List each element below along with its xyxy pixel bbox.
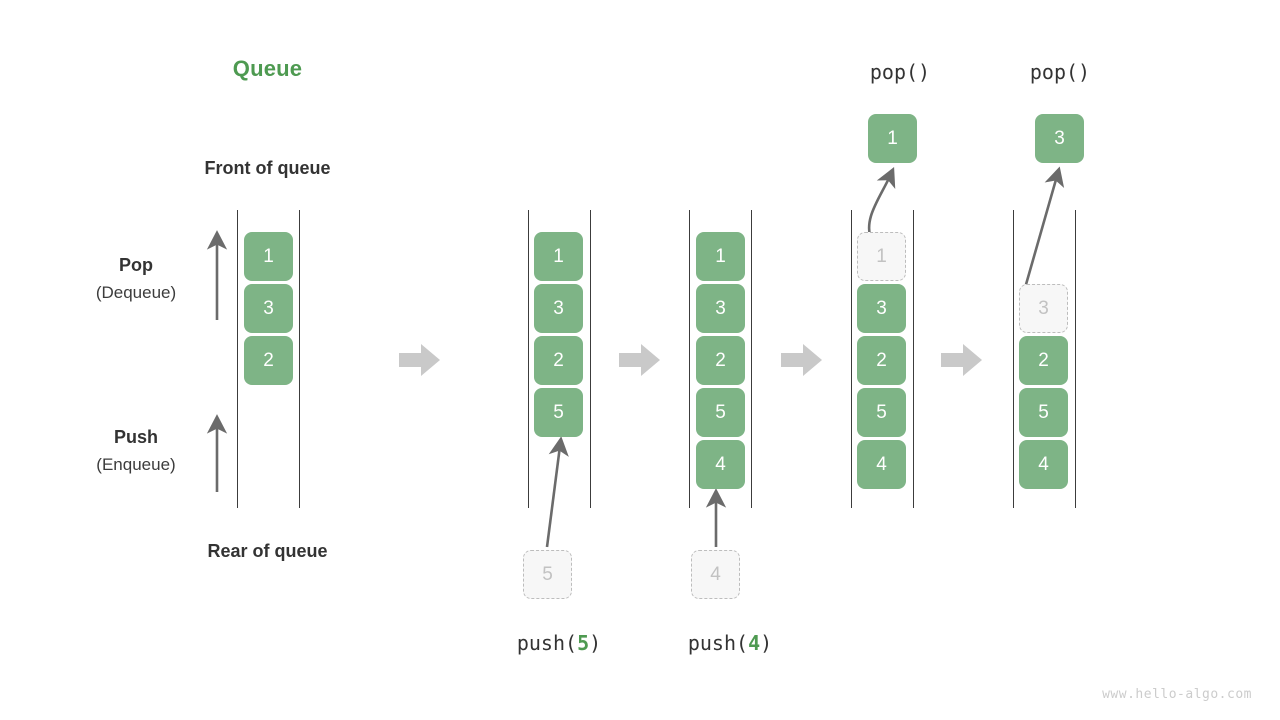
pop-operation-name: Pop: [119, 255, 153, 275]
step-arrow-4: [941, 344, 982, 376]
push-5-arrow: [545, 436, 569, 548]
pop-operation-label: Pop (Dequeue): [36, 252, 236, 308]
queue-cell-ghost: 3: [1019, 284, 1068, 333]
caption-suffix: ): [589, 631, 602, 655]
queue-cell: 3: [857, 284, 906, 333]
queue-cell: 4: [1019, 440, 1068, 489]
watermark: www.hello-algo.com: [1102, 687, 1252, 702]
push-operation-label: Push (Enqueue): [36, 424, 236, 480]
caption-number: 5: [577, 631, 590, 655]
queue-cell: 3: [696, 284, 745, 333]
rail-right: [751, 210, 752, 508]
rail-right: [299, 210, 300, 508]
caption-suffix: ): [760, 631, 773, 655]
pop-1-caption: pop(): [820, 60, 980, 84]
step-arrow-3: [781, 344, 822, 376]
popped-result-cell: 1: [868, 114, 917, 163]
incoming-ghost-cell: 4: [691, 550, 740, 599]
queue-cell: 1: [534, 232, 583, 281]
queue-cell: 1: [696, 232, 745, 281]
queue-cell: 5: [1019, 388, 1068, 437]
front-of-queue-label: Front of queue: [204, 158, 331, 178]
page-title: Queue: [232, 56, 303, 81]
caption-prefix: pop(): [869, 60, 931, 84]
queue-cell: 5: [534, 388, 583, 437]
queue-cell-ghost: 1: [857, 232, 906, 281]
caption-prefix: push(: [516, 631, 578, 655]
rail-right: [913, 210, 914, 508]
push-4-caption: push(4): [650, 631, 810, 655]
push-5-caption: push(5): [479, 631, 639, 655]
queue-cell: 2: [1019, 336, 1068, 385]
rail-left: [528, 210, 529, 508]
push-operation-alt: (Enqueue): [96, 455, 176, 474]
incoming-ghost-cell: 5: [523, 550, 572, 599]
queue-cell: 4: [857, 440, 906, 489]
push-operation-name: Push: [113, 427, 158, 447]
queue-cell: 5: [857, 388, 906, 437]
queue-cell: 2: [534, 336, 583, 385]
rail-left: [237, 210, 238, 508]
rail-left: [851, 210, 852, 508]
caption-prefix: pop(): [1029, 60, 1091, 84]
queue-cell: 3: [244, 284, 293, 333]
popped-result-cell: 3: [1035, 114, 1084, 163]
queue-cell: 3: [534, 284, 583, 333]
pop-operation-alt: (Dequeue): [95, 283, 177, 302]
queue-cell: 4: [696, 440, 745, 489]
rail-right: [590, 210, 591, 508]
step-arrow-1: [399, 344, 440, 376]
pop-3-arrow: [1021, 166, 1065, 296]
queue-cell: 1: [244, 232, 293, 281]
queue-cell: 2: [244, 336, 293, 385]
queue-cell: 2: [857, 336, 906, 385]
rail-left: [1013, 210, 1014, 508]
rail-left: [689, 210, 690, 508]
queue-cell: 2: [696, 336, 745, 385]
caption-prefix: push(: [687, 631, 749, 655]
rail-right: [1075, 210, 1076, 508]
step-arrow-2: [619, 344, 660, 376]
caption-number: 4: [748, 631, 761, 655]
rear-of-queue-label: Rear of queue: [207, 541, 328, 561]
queue-cell: 5: [696, 388, 745, 437]
pop-3-caption: pop(): [980, 60, 1140, 84]
